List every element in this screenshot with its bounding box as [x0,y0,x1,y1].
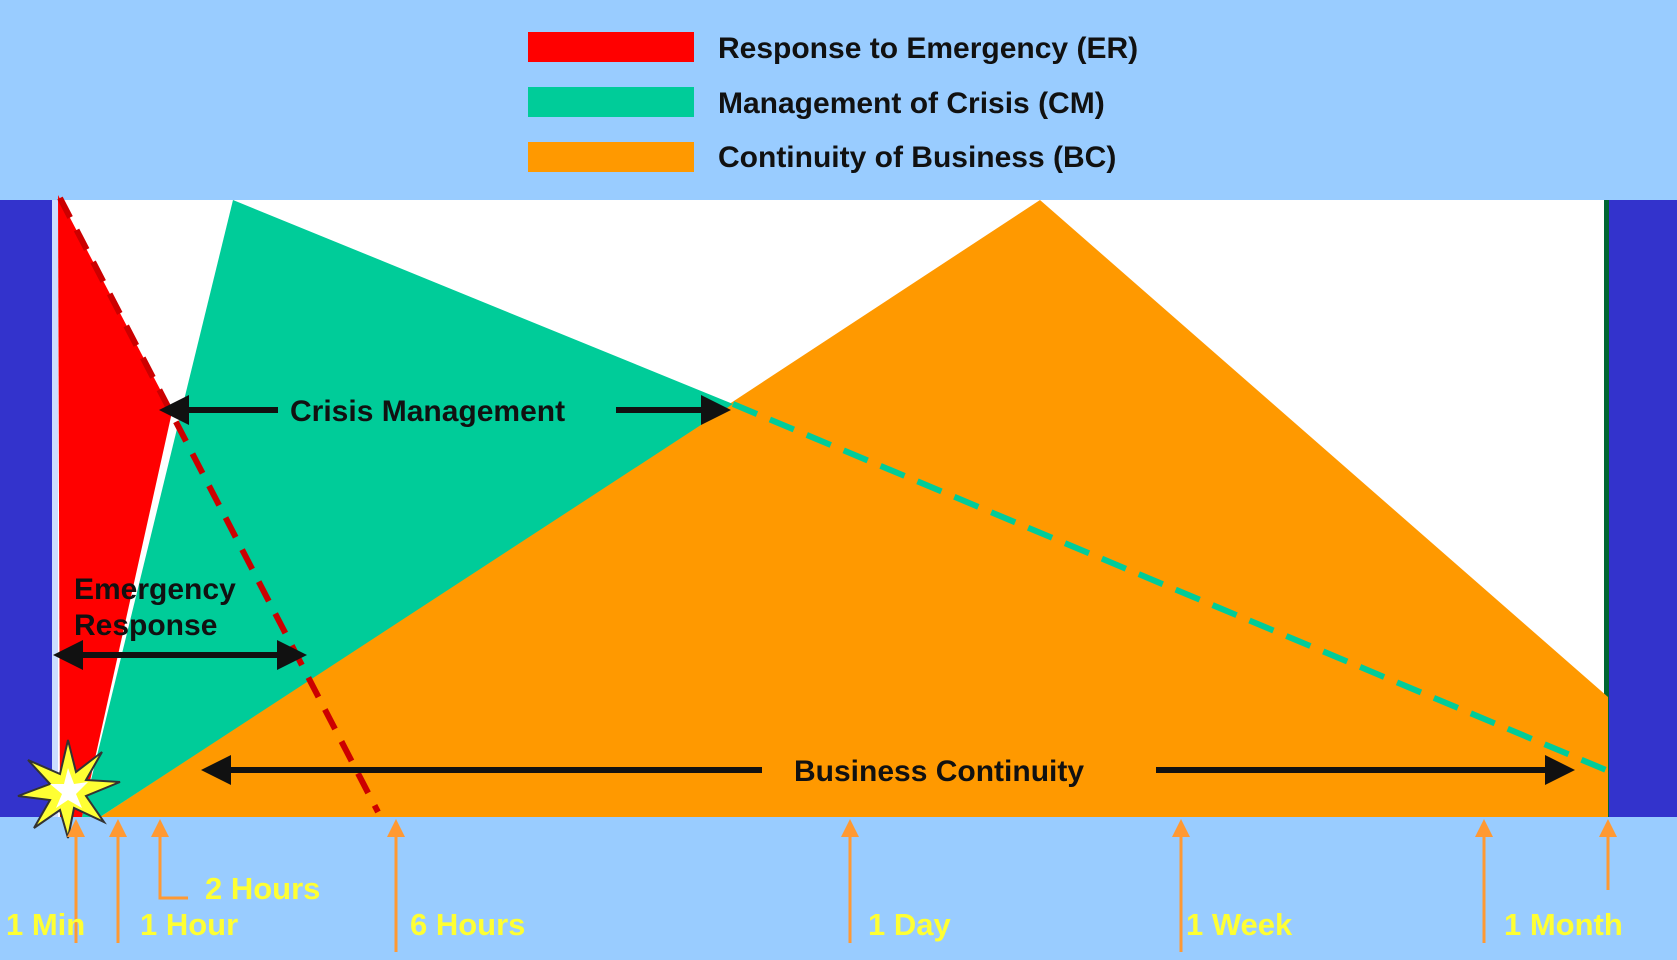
time-label-1-min: 1 Min [6,907,85,942]
time-label-1-month: 1 Month [1504,907,1623,942]
legend-label-er: Response to Emergency (ER) [718,32,1138,65]
right-side-bar [1608,200,1677,817]
emergency-response-label-line2: Response [74,609,217,642]
left-bar-edge [52,200,58,817]
legend-swatch-er [528,32,694,62]
business-continuity-label: Business Continuity [794,755,1084,788]
timeline-arrows [67,819,1617,952]
left-side-bar [0,200,52,817]
legend-label-bc: Continuity of Business (BC) [718,141,1116,174]
legend-swatch-cm [528,87,694,117]
legend-label-cm: Management of Crisis (CM) [718,87,1105,120]
emergency-dashed-line [57,196,381,814]
business-continuity-area [100,200,1608,817]
up-arrow-icon [151,819,188,900]
emergency-response-label-line1: Emergency [74,573,236,606]
time-label-2-hours: 2 Hours [205,871,320,906]
time-label-1-day: 1 Day [868,907,951,942]
explosion-icon [17,739,121,839]
time-label-6-hours: 6 Hours [410,907,525,942]
time-label-1-hour: 1 Hour [140,907,238,942]
legend-swatch-bc [528,142,694,172]
time-label-1-week: 1 Week [1186,907,1293,942]
crisis-management-label: Crisis Management [290,395,565,428]
right-bar-edge [1604,200,1609,817]
legend: Response to Emergency (ER) Management of… [528,32,1138,174]
